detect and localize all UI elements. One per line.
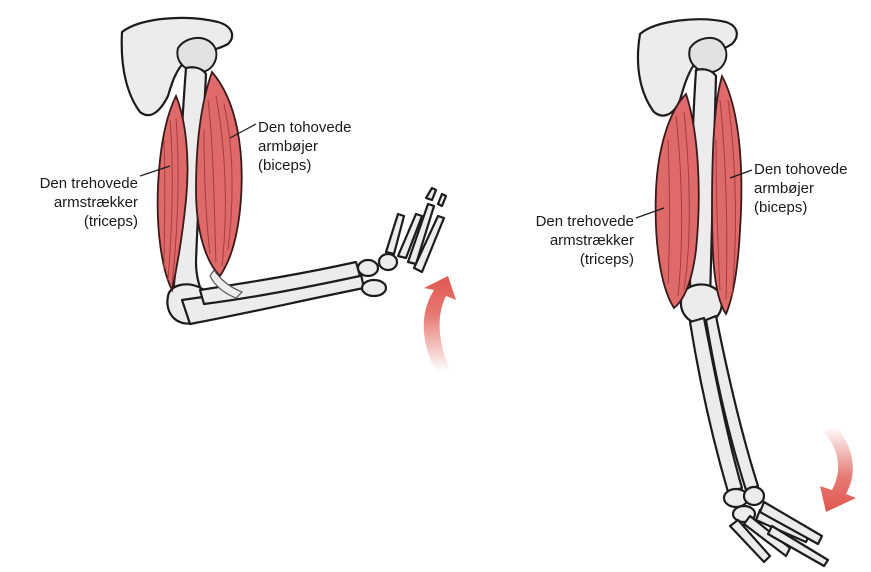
- biceps-label-right: Den tohovede armbøjer (biceps): [754, 160, 847, 217]
- biceps-label-right-line-2: armbøjer: [754, 179, 847, 198]
- biceps-muscle-left: [196, 72, 242, 276]
- triceps-label-right-line-2: armstrækker: [500, 231, 634, 250]
- humerus-head-right: [689, 38, 726, 72]
- triceps-label-left-line-2: armstrækker: [4, 193, 138, 212]
- triceps-label-left-line-1: Den trehovede: [4, 174, 138, 193]
- carpal-2: [362, 280, 386, 296]
- biceps-label-right-line-1: Den tohovede: [754, 160, 847, 179]
- biceps-label-left-line-3: (biceps): [258, 156, 351, 175]
- biceps-label-right-line-3: (biceps): [754, 198, 847, 217]
- biceps-label-left: Den tohovede armbøjer (biceps): [258, 118, 351, 175]
- arrow-up-icon: [424, 276, 456, 372]
- bent-arm: [122, 18, 456, 372]
- straight-arm: [636, 19, 856, 566]
- triceps-label-right-line-3: (triceps): [500, 250, 634, 269]
- arrow-down-icon: [820, 426, 856, 512]
- triceps-label-right: Den trehovede armstrækker (triceps): [500, 212, 634, 269]
- carpal-1: [358, 260, 378, 276]
- biceps-label-left-line-1: Den tohovede: [258, 118, 351, 137]
- carpal-r2: [744, 487, 764, 505]
- triceps-label-left-line-3: (triceps): [4, 212, 138, 231]
- triceps-label-left: Den trehovede armstrækker (triceps): [4, 174, 138, 231]
- triceps-label-right-line-1: Den trehovede: [500, 212, 634, 231]
- biceps-label-left-line-2: armbøjer: [258, 137, 351, 156]
- carpal-3: [379, 254, 397, 270]
